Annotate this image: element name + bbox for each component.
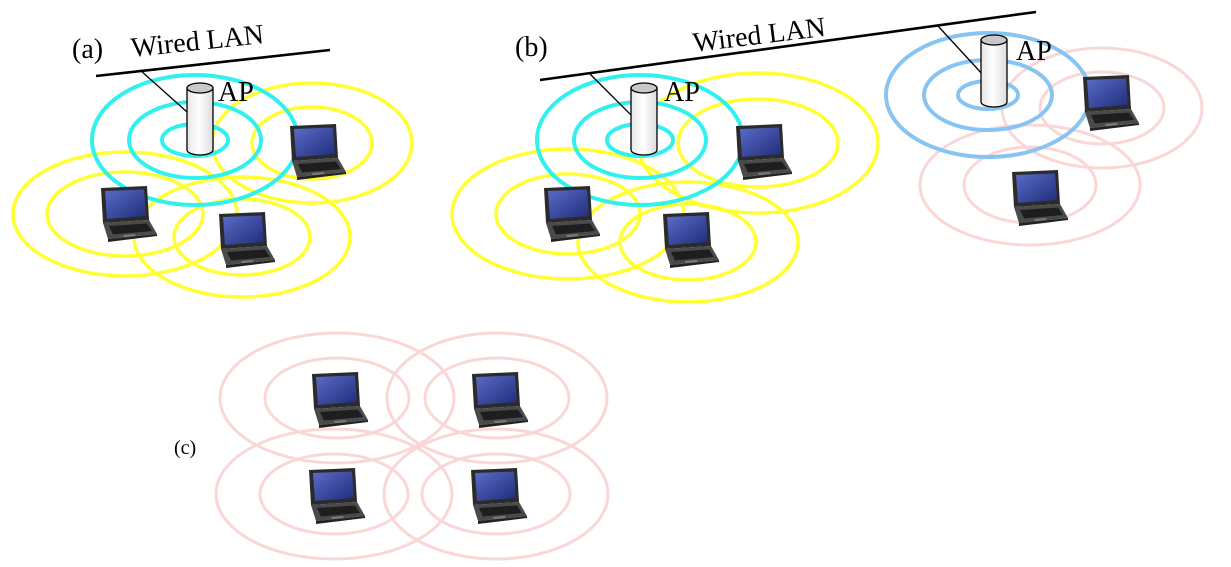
wired-lan-label: Wired LAN (129, 19, 265, 64)
range-ring (45, 170, 205, 258)
panel-a-label: (a) (72, 34, 103, 65)
ap-label: AP (1016, 36, 1052, 67)
range-ring (618, 202, 758, 282)
panel-b: (b) Wired LAN AP AP (450, 10, 1204, 304)
range-ring (385, 331, 609, 465)
laptop-icon (472, 372, 528, 428)
range-ring (263, 356, 411, 440)
panel-c-label: (c) (174, 437, 196, 459)
panel-a: (a) Wired LAN AP (11, 19, 414, 299)
laptop-icon (1083, 75, 1139, 131)
range-ring (576, 180, 800, 304)
wired-lan-line (539, 10, 1037, 82)
range-ring (250, 105, 374, 181)
ap-cylinder-icon (980, 34, 1008, 108)
ap-cylinder-icon (630, 82, 658, 156)
panel-b-adhoc-ranges (918, 46, 1204, 247)
ap-label: AP (664, 77, 700, 108)
lan-ap-link (589, 73, 639, 123)
range-ring (676, 97, 840, 189)
laptop-icon (312, 372, 368, 428)
laptop-icon (1012, 170, 1068, 226)
ap-cylinder-icon (186, 82, 214, 156)
wired-lan-label: Wired LAN (691, 12, 827, 59)
laptop-icon (471, 468, 527, 524)
laptop-icon (736, 124, 792, 180)
laptop-icon (219, 212, 275, 268)
lan-ap-link (937, 25, 985, 77)
laptop-icon (544, 186, 600, 242)
panel-b-label: (b) (515, 32, 548, 63)
wired-lan-line (95, 48, 331, 78)
laptop-icon (101, 186, 157, 242)
panel-c: (c) (174, 331, 610, 561)
laptop-icon (663, 212, 719, 268)
ap-label: AP (218, 77, 254, 108)
range-ring (918, 123, 1142, 247)
range-ring (1038, 70, 1166, 146)
range-ring (423, 356, 571, 440)
range-ring (382, 427, 610, 561)
range-ring (258, 452, 410, 536)
range-ring (420, 452, 572, 536)
laptop-icon (290, 124, 346, 180)
range-ring (218, 331, 456, 465)
panel-c-adhoc-ranges (214, 331, 610, 561)
laptop-icon (309, 468, 365, 524)
range-ring (214, 427, 454, 561)
